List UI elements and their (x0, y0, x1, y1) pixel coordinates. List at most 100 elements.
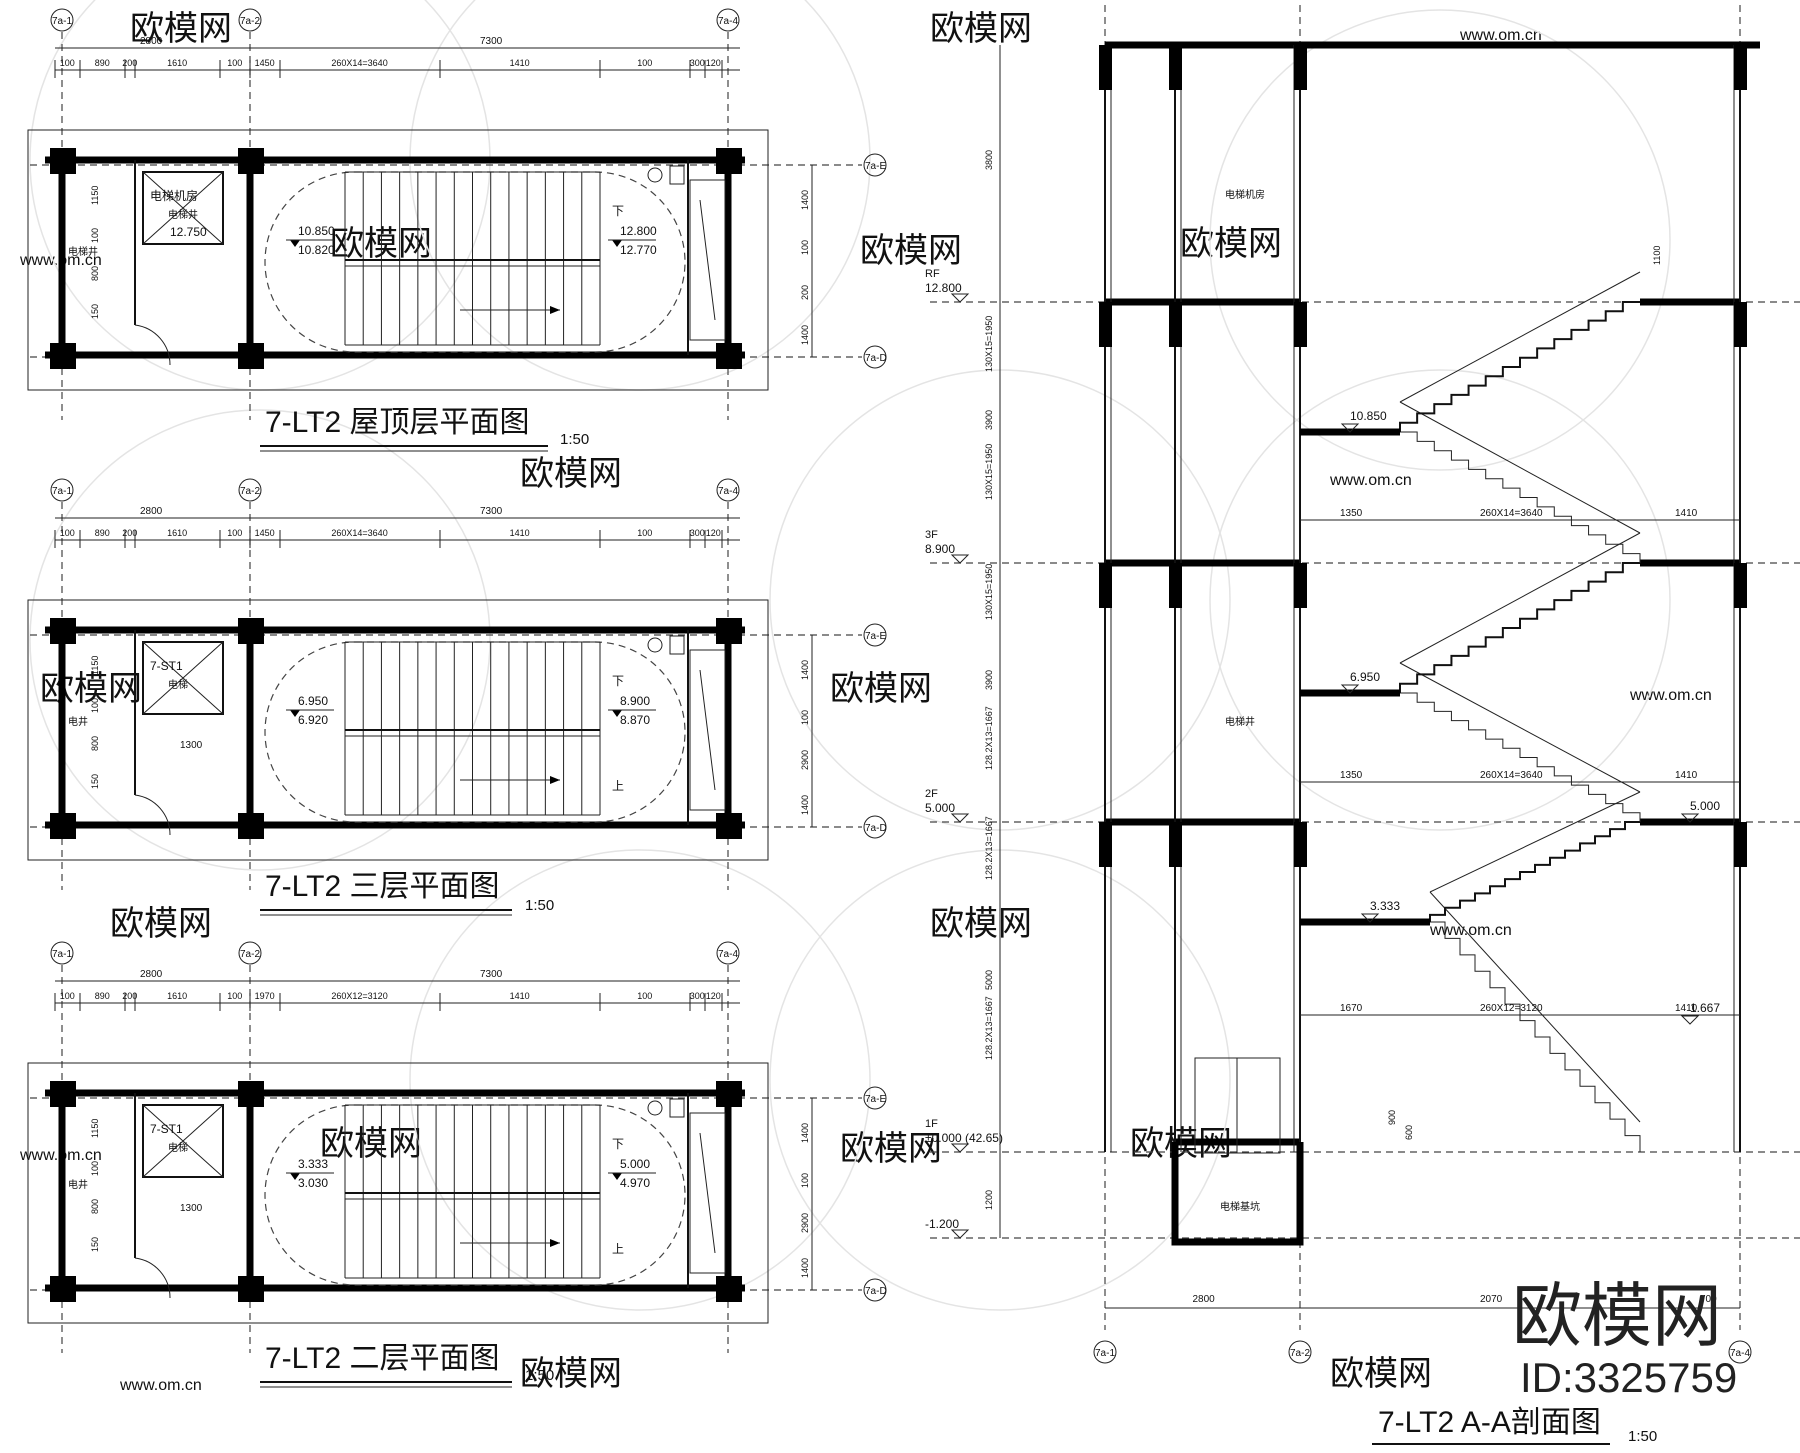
elevation-value: 8.870 (620, 713, 650, 727)
watermark-text: 欧模网 (40, 670, 142, 708)
shaft-cross (142, 171, 224, 245)
landing-marker (1680, 1015, 1700, 1025)
watermark-text: 欧模网 (1330, 1355, 1432, 1393)
grid-label: 7a-D (865, 823, 887, 834)
grid-label: 7a-E (865, 161, 886, 172)
grid-label: 7a-1 (1095, 1348, 1115, 1359)
watermark-text: 欧模网 (130, 10, 232, 48)
dim-text: 900 (1387, 1110, 1397, 1125)
dim-text: 1400 (800, 1123, 810, 1143)
dim-text: 1410 (510, 991, 530, 1001)
dim-text: 1410 (1675, 1003, 1698, 1014)
drain-fixture (647, 637, 663, 653)
dim-text: 2900 (800, 1213, 810, 1233)
dim-text: 1300 (180, 1203, 203, 1214)
arrow-head (550, 1239, 560, 1247)
watermark-text: www.om.cn (1329, 472, 1412, 489)
dim-text: 128.2X13=1667 (984, 706, 994, 770)
elevation-value: 3.333 (298, 1157, 328, 1171)
dim-text: 128.2X13=1667 (984, 816, 994, 880)
fixture-box (669, 1098, 685, 1118)
dim-text: 100 (800, 1173, 810, 1188)
plan-titles: 7-LT2 屋顶层平面图 1:50 7-LT2 三层平面图 1:50 7-LT2… (260, 406, 589, 1388)
fixture-box (669, 635, 685, 655)
dim-text: 100 (637, 991, 652, 1001)
dim-text: 1670 (1340, 1003, 1363, 1014)
dim-text: 100 (90, 698, 100, 713)
arrow-head (550, 306, 560, 314)
dim-text: 3900 (984, 670, 994, 690)
elevation-marker (290, 710, 300, 717)
dim-text: 1150 (90, 656, 100, 675)
column (50, 1276, 76, 1302)
dim-text: 1400 (800, 325, 810, 345)
door-swing (134, 1257, 171, 1299)
column (50, 343, 76, 369)
dim-text: 800 (90, 1199, 100, 1214)
grid-label: 7a-E (865, 631, 886, 642)
grid-label: 7a-E (865, 1094, 886, 1105)
dim-text: 260X14=3640 (331, 528, 387, 538)
column (1734, 302, 1747, 347)
watermark-text: www.om.cn (1459, 27, 1542, 44)
column (1099, 822, 1112, 867)
stair-direction-label: 上 (612, 779, 624, 793)
level-marker (950, 813, 970, 823)
dim-text: 100 (637, 528, 652, 538)
dim-text: 300 (690, 58, 705, 68)
elevation-marker (612, 240, 622, 247)
landing-marker (1340, 684, 1360, 694)
stair-turn-guide (264, 171, 686, 353)
dim-text: 1410 (1675, 770, 1698, 781)
level-name: RF (925, 268, 940, 280)
dim-text: 260X14=3640 (1480, 770, 1543, 781)
column (50, 813, 76, 839)
dim-text: 1610 (167, 528, 187, 538)
elevation-value: 6.920 (298, 713, 328, 727)
dim-text: 100 (227, 528, 242, 538)
dim-text: 100 (90, 1161, 100, 1176)
watermark-text: 欧模网 (830, 670, 932, 708)
column (238, 343, 264, 369)
landing-marker (1360, 913, 1380, 923)
dim-text: 2800 (140, 969, 163, 980)
dim-text: 1410 (510, 528, 530, 538)
room-label: 7-ST1 (150, 659, 183, 673)
column (1169, 45, 1182, 90)
dim-text: 890 (95, 528, 110, 538)
elevation-value: 8.900 (620, 694, 650, 708)
column (1294, 563, 1307, 608)
dim-text: 100 (60, 528, 75, 538)
shaft-cross (142, 641, 224, 715)
grid-label: 7a-D (865, 353, 887, 364)
section-title: 7-LT2 A-A剖面图 (1378, 1406, 1601, 1439)
drain-fixture (647, 167, 663, 183)
dim-text: 1350 (1340, 770, 1363, 781)
plan-title-roof: 7-LT2 屋顶层平面图 (265, 406, 529, 439)
stair-handrail (1399, 662, 1641, 793)
column (50, 148, 76, 174)
dim-text: 1400 (800, 190, 810, 210)
column (1169, 822, 1182, 867)
dim-text: 100 (90, 228, 100, 243)
stair-direction-label: 下 (612, 1137, 624, 1151)
grid-bubble (238, 478, 262, 502)
door-swing (134, 794, 171, 836)
grid-label: 7a-4 (1730, 1348, 1750, 1359)
shaft-recess (689, 1112, 726, 1274)
dim-text: 1200 (984, 1190, 994, 1210)
dim-text: 150 (90, 1237, 100, 1252)
dim-text: 100 (800, 240, 810, 255)
plan-scale-second: 1:50 (525, 1367, 554, 1384)
column (1169, 563, 1182, 608)
dim-text: 100 (227, 58, 242, 68)
dim-text: 1450 (255, 528, 275, 538)
stair-turn-guide (264, 641, 686, 823)
column (238, 148, 264, 174)
column (50, 1081, 76, 1107)
dim-text: 1970 (255, 991, 275, 1001)
dim-text: 100 (637, 58, 652, 68)
landing-elevation: 3.333 (1370, 899, 1400, 913)
arrow-head (550, 776, 560, 784)
watermark-text: 欧模网 (860, 232, 962, 270)
